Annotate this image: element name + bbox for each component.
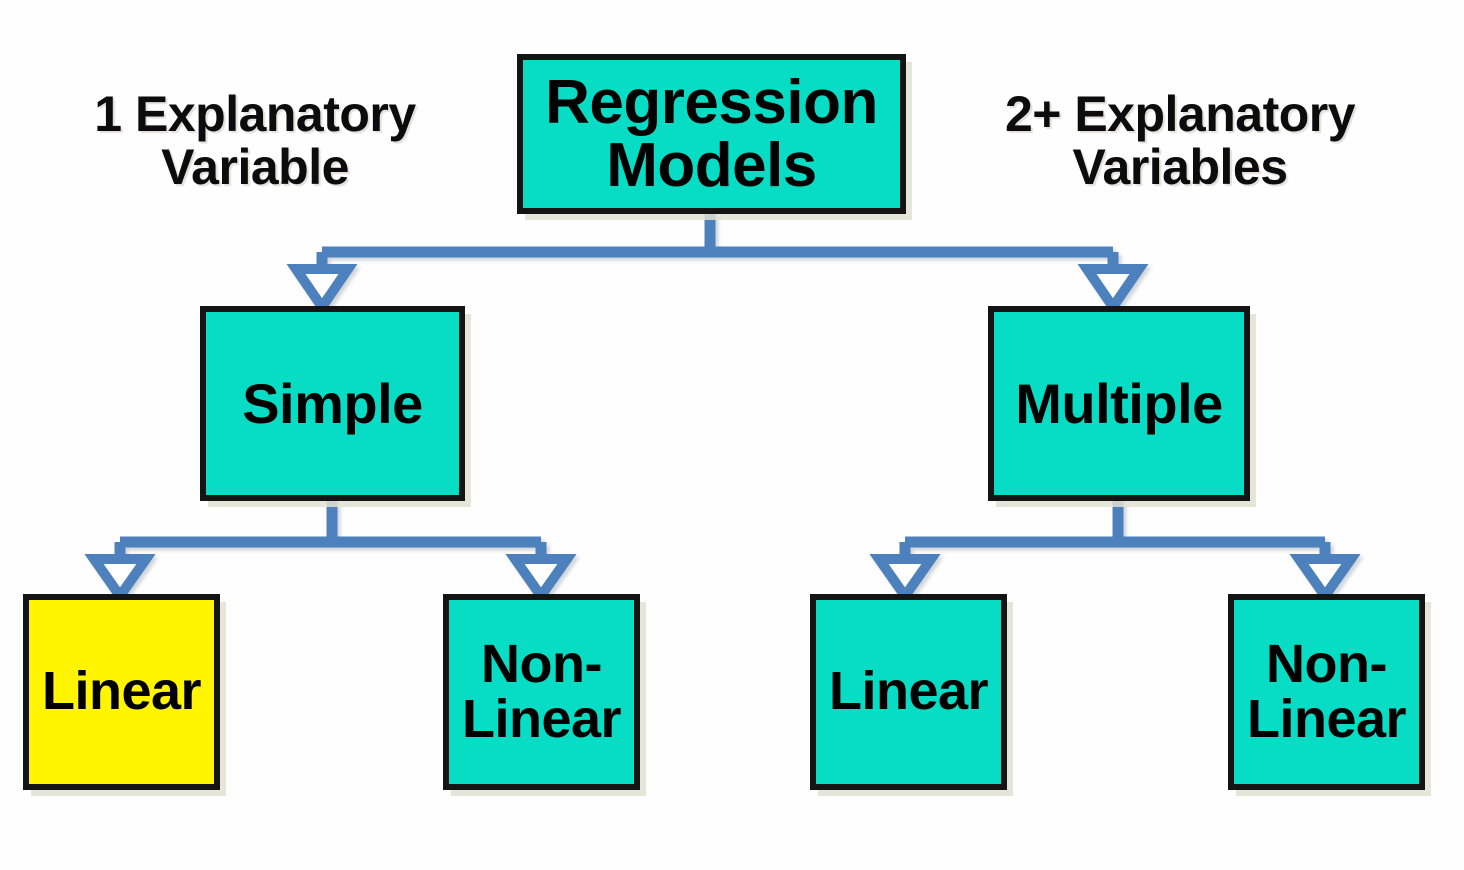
node-simple-non-linear[interactable]: Non- Linear [443,594,640,790]
node-multiple[interactable]: Multiple [988,306,1250,501]
node-simple-non-linear-label: Non- Linear [461,633,622,749]
arrowhead-to-simple [286,264,358,316]
node-multiple-non-linear[interactable]: Non- Linear [1228,594,1425,790]
node-multiple-non-linear-label: Non- Linear [1246,633,1407,749]
node-simple-linear[interactable]: Linear [23,594,220,790]
node-multiple-linear-label: Linear [828,661,989,722]
side-label-one-explanatory-variable: 1 Explanatory Variable [94,86,416,195]
arrowhead-to-multiple-nonlinear [1289,554,1361,605]
arrowhead-to-multiple [1077,264,1149,316]
edge-simple-to-children [114,501,547,561]
node-regression-models[interactable]: Regression Models [517,54,906,214]
arrowhead-to-simple-linear [84,554,156,605]
node-regression-models-label: Regression Models [545,67,878,200]
edge-multiple-to-children [899,501,1331,561]
node-simple-label: Simple [242,371,423,435]
node-simple-linear-label: Linear [41,661,202,722]
node-multiple-linear[interactable]: Linear [810,594,1007,790]
node-multiple-label: Multiple [1015,371,1223,435]
node-simple[interactable]: Simple [200,306,465,501]
arrowhead-to-simple-nonlinear [505,554,577,605]
edge-root-to-simple-and-multiple [316,214,1119,271]
arrowhead-to-multiple-linear [869,554,941,605]
side-label-two-plus-explanatory-variables: 2+ Explanatory Variables [1004,86,1356,195]
